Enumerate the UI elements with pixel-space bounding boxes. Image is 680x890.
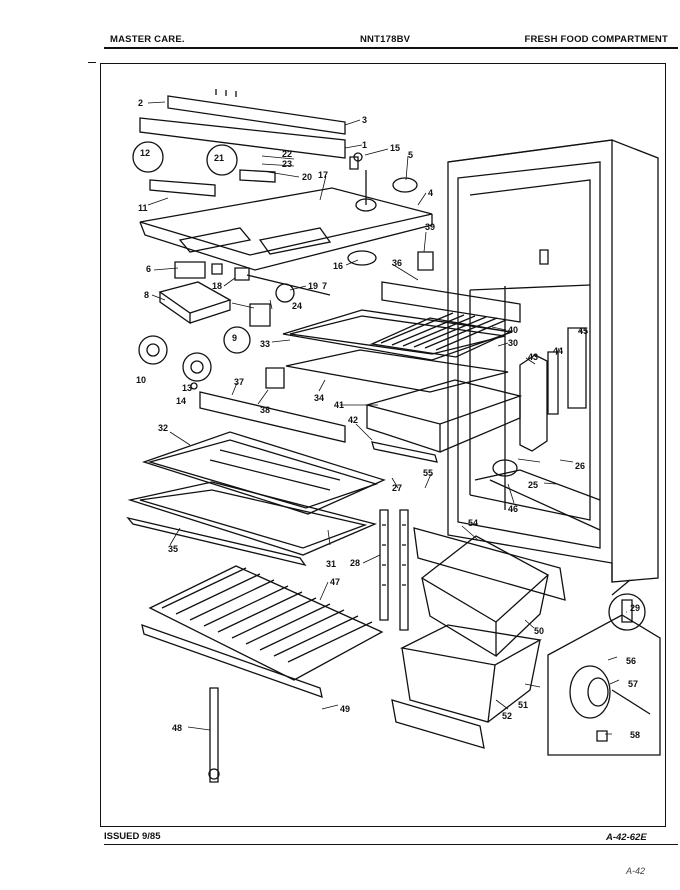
callout-number: 12 bbox=[140, 148, 150, 158]
issued-date: ISSUED 9/85 bbox=[104, 831, 161, 842]
callout-number: 36 bbox=[392, 258, 402, 268]
callout-number: 6 bbox=[146, 264, 151, 274]
callout-number: 19 bbox=[308, 281, 318, 291]
callout-number: 21 bbox=[214, 153, 224, 163]
callout-number: 39 bbox=[425, 222, 435, 232]
callout-number: 28 bbox=[350, 558, 360, 568]
callout-number: 32 bbox=[158, 423, 168, 433]
callout-number: 25 bbox=[528, 480, 538, 490]
callout-number: 56 bbox=[626, 656, 636, 666]
control-housing bbox=[139, 169, 433, 271]
callout-number: 55 bbox=[423, 468, 433, 478]
callout-number: 10 bbox=[136, 375, 146, 385]
crisper-pans bbox=[391, 527, 566, 749]
callout-number: 38 bbox=[260, 405, 270, 415]
upper-shelves bbox=[199, 309, 587, 477]
header-section: FRESH FOOD COMPARTMENT bbox=[524, 34, 668, 45]
callout-number: 50 bbox=[534, 626, 544, 636]
callout-number: 4 bbox=[428, 188, 433, 198]
top-trim-rail bbox=[139, 89, 346, 159]
callout-number: 41 bbox=[334, 400, 344, 410]
glass-shelf-assembly bbox=[126, 431, 386, 567]
callout-number: 33 bbox=[260, 339, 270, 349]
callout-number: 2 bbox=[138, 98, 143, 108]
callout-number: 44 bbox=[553, 346, 563, 356]
callout-number: 46 bbox=[508, 504, 518, 514]
callout-number: 57 bbox=[628, 679, 638, 689]
callout-number: 3 bbox=[362, 115, 367, 125]
diagram-frame bbox=[100, 63, 666, 827]
caster-inset bbox=[547, 579, 661, 756]
crisper-shelf bbox=[141, 509, 409, 699]
callout-number: 7 bbox=[322, 281, 327, 291]
footer-rule bbox=[104, 844, 678, 846]
callout-number: 22 bbox=[282, 149, 292, 159]
callout-number: 14 bbox=[176, 396, 186, 406]
callout-number: 9 bbox=[232, 333, 237, 343]
callout-number: 16 bbox=[333, 261, 343, 271]
page-note: A-42 bbox=[626, 866, 646, 876]
callout-number: 51 bbox=[518, 700, 528, 710]
callout-number: 45 bbox=[578, 326, 588, 336]
callout-number: 26 bbox=[575, 461, 585, 471]
header-model: NNT178BV bbox=[360, 34, 411, 45]
callout-number: 34 bbox=[314, 393, 324, 403]
callout-number: 27 bbox=[392, 483, 402, 493]
callout-number: 48 bbox=[172, 723, 182, 733]
header-brand: MASTER CARE. bbox=[110, 34, 185, 45]
callout-number: 29 bbox=[630, 603, 640, 613]
callout-number: 23 bbox=[282, 159, 292, 169]
callout-number: 1 bbox=[362, 140, 367, 150]
callout-number: 35 bbox=[168, 544, 178, 554]
callout-number: 13 bbox=[182, 383, 192, 393]
callout-number: 42 bbox=[348, 415, 358, 425]
light-rod bbox=[208, 687, 220, 783]
callout-number: 24 bbox=[292, 301, 302, 311]
callout-number: 17 bbox=[318, 170, 328, 180]
callout-number: 49 bbox=[340, 704, 350, 714]
drawing-code: A-42-62E bbox=[606, 832, 647, 843]
callout-number: 11 bbox=[138, 203, 148, 213]
header-rule bbox=[104, 47, 678, 49]
callout-number: 40 bbox=[508, 325, 518, 335]
header-tick bbox=[88, 62, 96, 63]
callout-number: 52 bbox=[502, 711, 512, 721]
callout-number: 31 bbox=[326, 559, 336, 569]
small-parts bbox=[132, 141, 521, 390]
callout-number: 5 bbox=[408, 150, 413, 160]
callout-number: 58 bbox=[630, 730, 640, 740]
callout-number: 54 bbox=[468, 518, 478, 528]
callout-number: 15 bbox=[390, 143, 400, 153]
callout-number: 37 bbox=[234, 377, 244, 387]
callout-number: 20 bbox=[302, 172, 312, 182]
callout-number: 8 bbox=[144, 290, 149, 300]
callout-number: 47 bbox=[330, 577, 340, 587]
callout-number: 30 bbox=[508, 338, 518, 348]
callout-number: 43 bbox=[528, 352, 538, 362]
callout-leaders bbox=[147, 101, 627, 735]
callout-number: 18 bbox=[212, 281, 222, 291]
refrigerator-cabinet bbox=[447, 139, 659, 583]
